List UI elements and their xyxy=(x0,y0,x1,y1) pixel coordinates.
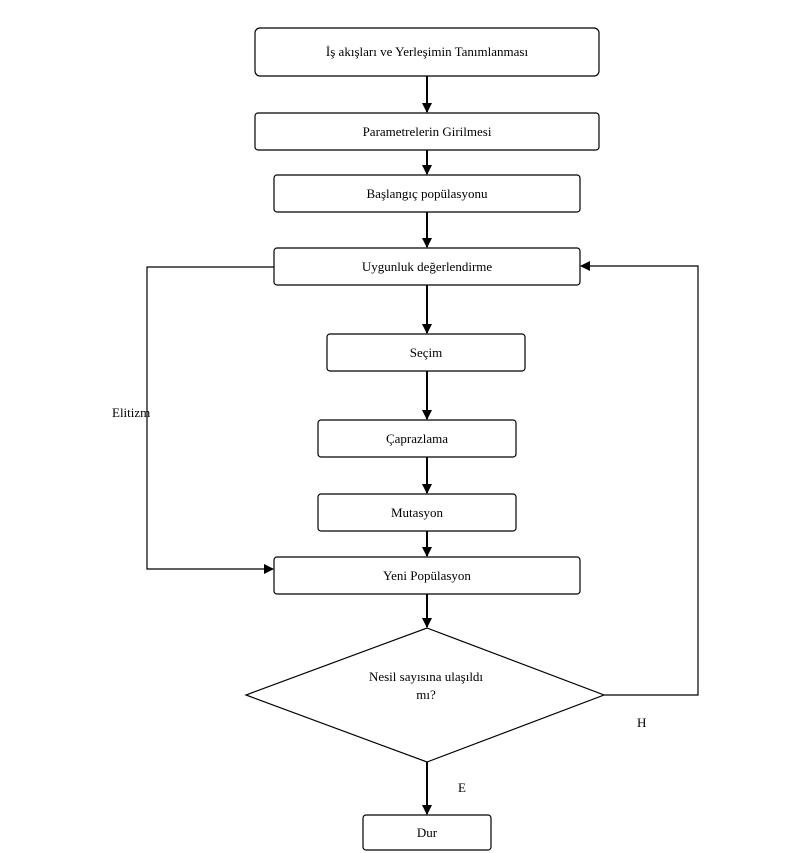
elitism-connector xyxy=(146,266,274,574)
terminal-box-stop xyxy=(362,814,492,851)
node-label-initial-population: Başlangıç popülasyonu xyxy=(367,186,488,201)
decision-label-line1: Nesil sayısına ulaşıldı xyxy=(369,669,483,684)
loop-back-connector xyxy=(580,261,699,696)
node-label-selection: Seçim xyxy=(410,345,443,360)
node-label-stop: Dur xyxy=(417,825,438,840)
process-box-mutation xyxy=(317,493,517,532)
node-label-definitions: İş akışları ve Yerleşimin Tanımlanması xyxy=(326,44,529,59)
node-label-mutation: Mutasyon xyxy=(391,505,444,520)
node-label-fitness: Uygunluk değerlendirme xyxy=(362,259,493,274)
decision-label-line2: mı? xyxy=(416,687,436,702)
node-label-parameters: Parametrelerin Girilmesi xyxy=(363,124,492,139)
process-box-crossover xyxy=(317,419,517,458)
edge-label-elitism: Elitizm xyxy=(112,405,150,420)
node-label-crossover: Çaprazlama xyxy=(386,431,448,446)
edge-label-yes: E xyxy=(458,780,466,795)
node-label-new-population: Yeni Popülasyon xyxy=(383,568,471,583)
edge-label-no: H xyxy=(637,715,646,730)
